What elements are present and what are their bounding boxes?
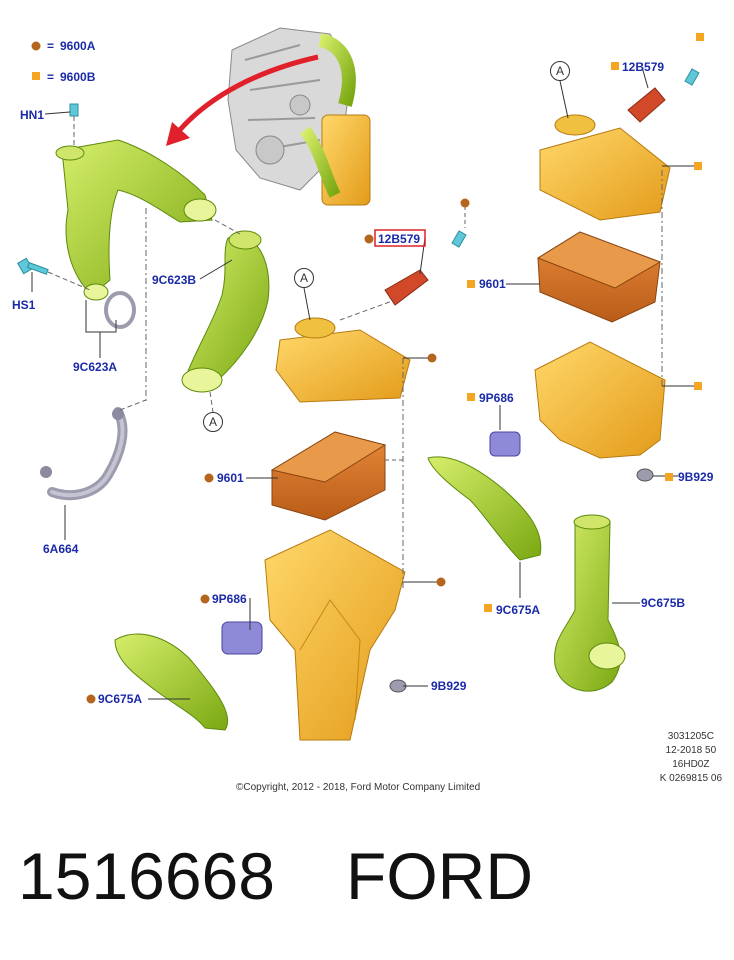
sensor-9p686-mid [221, 621, 263, 655]
label-12b579-mid: 12B579 [378, 232, 420, 246]
marker-circle-icon [436, 577, 446, 587]
legend-square-icon [32, 72, 40, 80]
label-9c675a-left: 9C675A [98, 692, 142, 706]
label-9p686-right: 9P686 [479, 391, 514, 405]
label-6a664: 6A664 [43, 542, 79, 556]
ref-a-1: A [209, 415, 217, 429]
duct-9c675b [554, 514, 626, 692]
marker-circle-icon [86, 694, 96, 704]
label-9c623b: 9C623B [152, 273, 196, 287]
label-9c623a: 9C623A [73, 360, 117, 374]
legend-circle-icon [31, 41, 41, 51]
marker-circle-icon [460, 198, 470, 208]
airbox-lid-mid [275, 317, 411, 403]
arrowhead-icon [166, 122, 190, 146]
sensor-12b579-mid [339, 206, 467, 321]
pipe-6a664 [40, 208, 147, 501]
category-markers [86, 33, 704, 704]
duct-9c675a-left [114, 633, 229, 731]
legend: = 9600A = 9600B [31, 39, 96, 84]
legend-label-9600b: 9600B [60, 70, 96, 84]
marker-circle-icon [364, 234, 374, 244]
reference-markers: A A A [203, 61, 570, 432]
airbox-lid-right [539, 114, 671, 221]
leader-lines [31, 66, 696, 700]
marker-square-icon [467, 393, 475, 401]
label-9p686-mid: 9P686 [212, 592, 247, 606]
marker-square-icon [611, 62, 619, 70]
label-12b579-right: 12B579 [622, 60, 664, 74]
label-9601-right: 9601 [479, 277, 506, 291]
bolt-hs1 [16, 257, 91, 291]
direction-arrow-icon [176, 54, 319, 134]
marker-circle-icon [427, 353, 437, 363]
sensor-12b579-right [627, 68, 700, 123]
marker-square-icon [484, 604, 492, 612]
grommet-9b929-right [636, 468, 654, 482]
airbox-base-mid [264, 529, 406, 741]
hose-clamp [104, 291, 136, 329]
part-labels: HN1 HS1 9C623A 9C623B 6A664 12B579 12B57… [12, 60, 714, 706]
duct-9c675a-right [427, 456, 542, 561]
engine-illustration [166, 27, 371, 206]
brand-name: FORD [346, 839, 533, 913]
footer: 1516668 FORD [0, 838, 734, 938]
marker-circle-icon [204, 473, 214, 483]
marker-circle-icon [200, 594, 210, 604]
legend-label-9600a: 9600A [60, 39, 96, 53]
marker-square-icon [696, 33, 704, 41]
marker-square-icon [467, 280, 475, 288]
marker-square-icon [694, 162, 702, 170]
label-hn1: HN1 [20, 108, 44, 122]
marker-square-icon [665, 473, 673, 481]
marker-square-icon [694, 382, 702, 390]
meta-line: 3031205C [667, 731, 714, 742]
legend-equals-2: = [47, 70, 54, 84]
meta-line: 16HD0Z [672, 759, 710, 770]
airbox-base-right [534, 341, 666, 459]
parts-diagram: = 9600A = 9600B [12, 27, 714, 741]
part-number: 1516668 [18, 839, 275, 913]
ref-a-2: A [300, 271, 308, 285]
label-hs1: HS1 [12, 298, 36, 312]
sensor-9p686-right [489, 431, 521, 457]
label-9c675a-right: 9C675A [496, 603, 540, 617]
ref-a-3: A [556, 64, 564, 78]
meta-line: K 0269815 06 [659, 773, 722, 784]
label-9c675b: 9C675B [641, 596, 685, 610]
label-9b929-mid: 9B929 [431, 679, 467, 693]
filter-9601-mid [270, 431, 387, 521]
label-9601-mid: 9601 [217, 471, 244, 485]
filter-9601-right [536, 231, 662, 323]
intake-tube-left [55, 139, 217, 301]
highlight-box [374, 229, 426, 247]
hose-9c623b [181, 219, 270, 413]
copyright-notice: ©Copyright, 2012 - 2018, Ford Motor Comp… [236, 782, 481, 793]
drawing-metadata: 3031205C 12-2018 50 16HD0Z K 0269815 06 [660, 730, 722, 786]
legend-equals: = [47, 39, 54, 53]
bolt-hn1 [69, 103, 79, 148]
meta-line: 12-2018 50 [665, 745, 717, 756]
label-9b929-right: 9B929 [678, 470, 714, 484]
